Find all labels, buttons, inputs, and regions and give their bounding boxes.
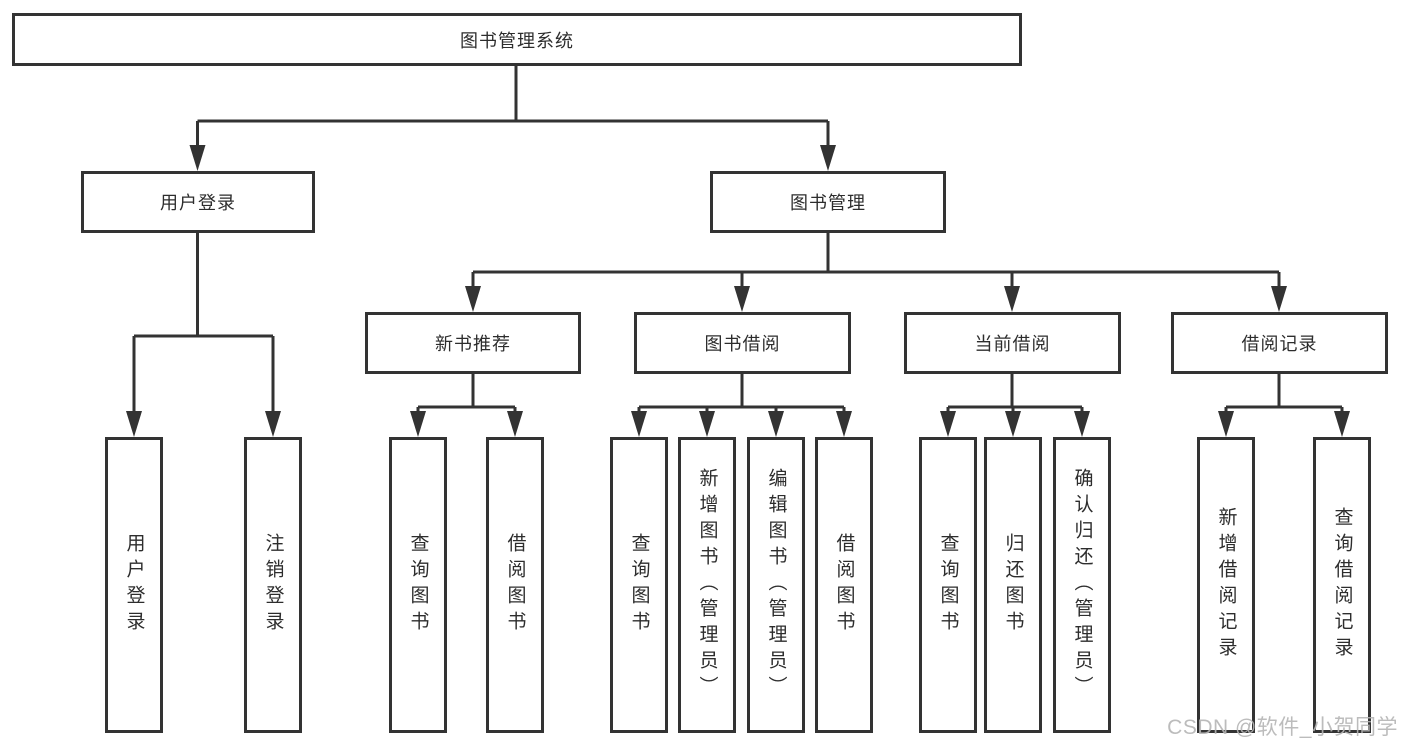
leaf-user-login: 用户登录 xyxy=(105,437,163,733)
leaf-newrec-borrow-book: 借阅图书 xyxy=(486,437,544,733)
arrowhead xyxy=(1334,411,1350,437)
connector-book-borrow-split xyxy=(631,374,852,437)
leaf-label: 查询图书 xyxy=(407,533,429,637)
arrowhead xyxy=(265,411,281,437)
arrowhead xyxy=(126,411,142,437)
arrowhead xyxy=(189,145,206,171)
arrowhead xyxy=(1218,411,1234,437)
connector-new-book-split xyxy=(410,374,523,437)
node-new-book-recommend: 新书推荐 xyxy=(365,312,581,374)
leaf-label: 借阅图书 xyxy=(504,533,526,637)
arrowhead xyxy=(734,286,750,312)
leaf-label: 查询图书 xyxy=(937,533,959,637)
connector-user-login-split xyxy=(126,233,281,437)
leaf-label: 新增借阅记录 xyxy=(1215,507,1237,663)
leaf-label: 用户登录 xyxy=(123,533,145,637)
arrowhead xyxy=(631,411,647,437)
connector-book-mgmt-split xyxy=(465,233,1287,312)
arrowhead xyxy=(1271,286,1287,312)
node-book-management: 图书管理 xyxy=(710,171,946,233)
arrowhead xyxy=(465,286,481,312)
node-current-borrow: 当前借阅 xyxy=(904,312,1121,374)
leaf-current-query-books: 查询图书 xyxy=(919,437,977,733)
connector-root-split xyxy=(189,66,836,171)
arrowhead xyxy=(1074,411,1090,437)
leaf-label: 编辑图书（管理员） xyxy=(765,468,787,702)
leaf-current-confirm-return-admin: 确认归还（管理员） xyxy=(1053,437,1111,733)
leaf-label: 注销登录 xyxy=(262,533,284,637)
arrowhead xyxy=(940,411,956,437)
arrowhead xyxy=(507,411,523,437)
leaf-records-add-record: 新增借阅记录 xyxy=(1197,437,1255,733)
leaf-records-query-record: 查询借阅记录 xyxy=(1313,437,1371,733)
node-borrow-records: 借阅记录 xyxy=(1171,312,1388,374)
leaf-borrow-add-book-admin: 新增图书（管理员） xyxy=(678,437,736,733)
connector-current-borrow-split xyxy=(940,374,1090,437)
arrowhead xyxy=(768,411,784,437)
leaf-borrow-query-books: 查询图书 xyxy=(610,437,668,733)
arrowhead xyxy=(820,145,836,171)
arrowhead xyxy=(410,411,426,437)
leaf-current-return-book: 归还图书 xyxy=(984,437,1042,733)
leaf-label: 借阅图书 xyxy=(833,533,855,637)
arrowhead xyxy=(1005,411,1021,437)
connector-borrow-records-split xyxy=(1218,374,1350,437)
node-library-system-root: 图书管理系统 xyxy=(12,13,1022,66)
leaf-label: 确认归还（管理员） xyxy=(1071,468,1093,702)
csdn-watermark: CSDN @软件_小贺同学 xyxy=(1167,716,1398,739)
leaf-label: 查询图书 xyxy=(628,533,650,637)
node-user-login: 用户登录 xyxy=(81,171,315,233)
leaf-borrow-borrow-book: 借阅图书 xyxy=(815,437,873,733)
leaf-newrec-query-books: 查询图书 xyxy=(389,437,447,733)
arrowhead xyxy=(699,411,715,437)
leaf-label: 归还图书 xyxy=(1002,533,1024,637)
leaf-label: 新增图书（管理员） xyxy=(696,468,718,702)
arrowhead xyxy=(1004,286,1020,312)
node-book-borrow: 图书借阅 xyxy=(634,312,851,374)
leaf-label: 查询借阅记录 xyxy=(1331,507,1353,663)
arrowhead xyxy=(836,411,852,437)
leaf-borrow-edit-book-admin: 编辑图书（管理员） xyxy=(747,437,805,733)
leaf-logout: 注销登录 xyxy=(244,437,302,733)
